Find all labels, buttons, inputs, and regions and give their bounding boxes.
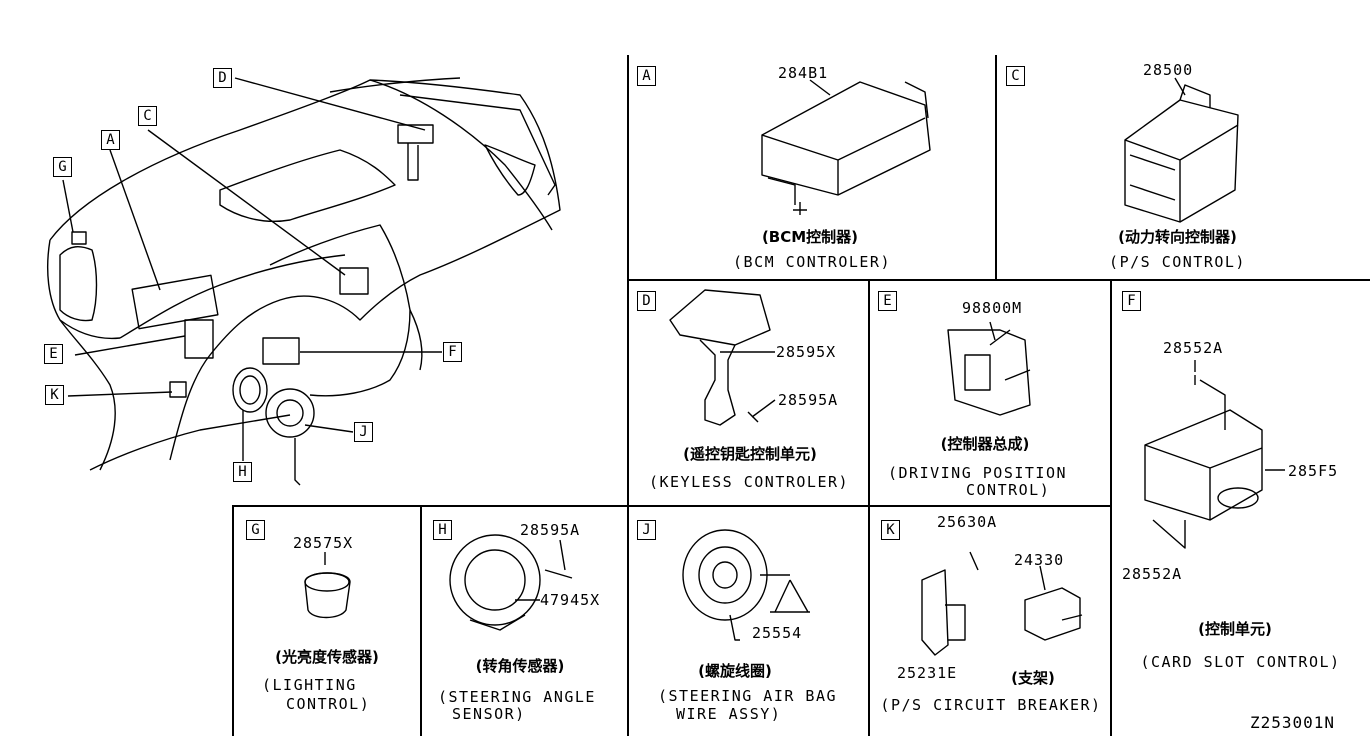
part-number: 28595A [520,521,581,539]
part-number: 28552A [1122,565,1183,583]
panel-c-letter: C [1006,66,1025,86]
callout-g: G [53,157,72,177]
part-number: 25231E [897,664,958,682]
part-number: 28595X [776,343,837,361]
part-number: 284B1 [778,64,829,82]
divider [1110,280,1112,736]
panel-e-letter: E [878,291,897,311]
part-number: 47945X [540,591,601,609]
panel-a-letter: A [637,66,656,86]
panel-g-title-en: (LIGHTING [262,676,357,694]
panel-d-title-en: (KEYLESS CONTROLER) [648,473,850,491]
panel-j-letter: J [637,520,656,540]
panel-g-title-zh: (光亮度传感器) [275,648,379,666]
panel-f-title-en: (CARD SLOT CONTROL) [1140,653,1341,671]
panel-j-title-en-2: WIRE ASSY) [676,705,782,723]
divider [232,505,1111,507]
panel-e-title-zh: (控制器总成) [940,435,1030,453]
part-number: 285F5 [1288,462,1339,480]
panel-h-letter: H [433,520,452,540]
divider [995,55,997,280]
callout-e: E [44,344,63,364]
panel-j-title-en: (STEERING AIR BAG [658,687,838,705]
panel-f-letter: F [1122,291,1141,311]
part-number: 28575X [293,534,354,552]
callout-c: C [138,106,157,126]
part-number: 28500 [1143,61,1194,79]
dashboard-overview-drawing [46,77,561,471]
diagram-id: Z253001N [1250,713,1336,732]
part-number: 25630A [937,513,998,531]
divider [627,279,1370,281]
callout-f: F [443,342,462,362]
panel-c-title-zh: (动力转向控制器) [1118,228,1237,246]
panel-d-letter: D [637,291,656,311]
part-number: 28552A [1163,339,1224,357]
divider [420,505,422,736]
panel-h-title-zh: (转角传感器) [475,657,565,675]
divider [868,280,870,736]
panel-c-title-en: (P/S CONTROL) [1109,253,1246,271]
panel-g-letter: G [246,520,265,540]
part-number: 24330 [1014,551,1065,569]
part-number: 98800M [962,299,1023,317]
callout-d: D [213,68,232,88]
panel-h-title-en-2: SENSOR) [452,705,526,723]
divider [232,505,234,736]
part-number: 25554 [752,624,803,642]
panel-f-title-zh: (控制单元) [1198,620,1272,638]
panel-k-title-zh: (支架) [1011,669,1055,687]
divider [627,55,629,736]
part-number: 28595A [778,391,839,409]
panel-j-title-zh: (螺旋线圈) [698,662,772,680]
panel-k-letter: K [881,520,900,540]
panel-g-title-en-2: CONTROL) [286,695,371,713]
panel-d-title-zh: (遥控钥匙控制单元) [683,445,817,463]
callout-j: J [354,422,373,442]
panel-k-title-en: (P/S CIRCUIT BREAKER) [880,696,1102,714]
panel-a-title-en: (BCM CONTROLER) [733,253,891,271]
panel-e-title-en: (DRIVING POSITION [888,464,1068,482]
callout-a: A [101,130,120,150]
panel-a-title-zh: (BCM控制器) [761,228,859,246]
panel-h-title-en: (STEERING ANGLE [438,688,596,706]
callout-k: K [45,385,64,405]
callout-h: H [233,462,252,482]
panel-e-title-en-2: CONTROL) [966,481,1051,499]
